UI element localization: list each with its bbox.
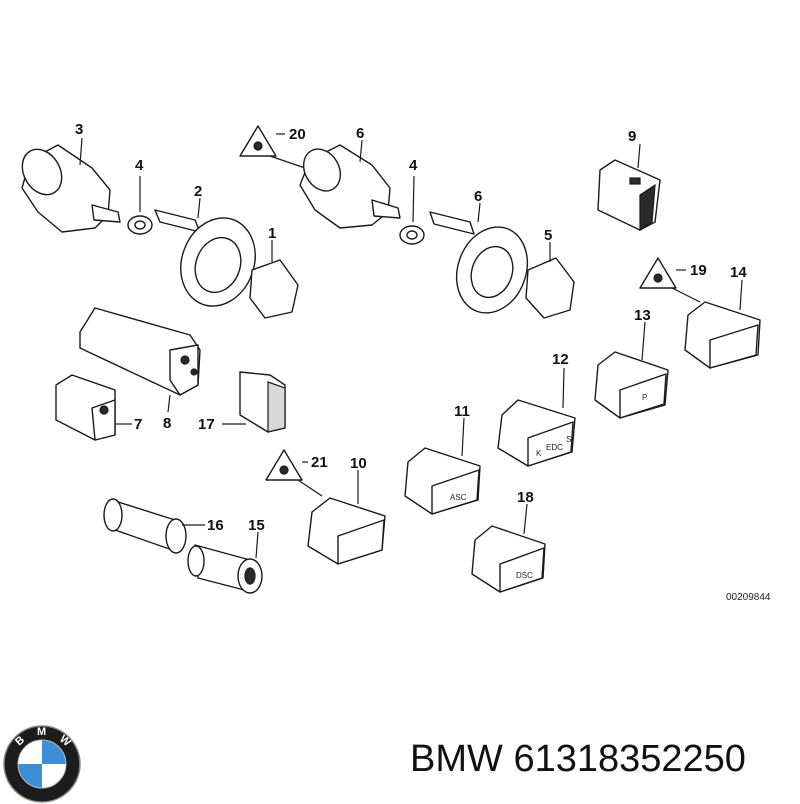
part-9-switch-panel (79, 307, 201, 413)
part-number-18: 17 (198, 416, 215, 433)
part-20-warning-triangle (639, 257, 701, 303)
part-number-13: 12 (552, 351, 569, 368)
part-7-actuator (299, 139, 401, 229)
part-3-actuator (21, 137, 121, 233)
part-2-shaft-ring (154, 197, 256, 307)
part-number-11: 10 (350, 455, 367, 472)
part-21-warning-triangle (239, 125, 306, 169)
part-number-4-center: 4 (409, 157, 418, 174)
part-number-14: 13 (634, 307, 651, 324)
part-15-switch (684, 279, 761, 369)
part-number-19: 18 (517, 489, 534, 506)
switch-label-edc: EDC (546, 443, 563, 452)
footer-brand-part-number: BMW 61318352250 (410, 738, 746, 781)
part-6-shaft-ring (429, 202, 529, 314)
switch-label-p: P (642, 393, 647, 402)
diagram-reference-code: 00209844 (726, 592, 771, 603)
footer-part-number: 61318352250 (513, 738, 746, 780)
logo-letter-m: M (37, 726, 46, 738)
switch-label-s: S (566, 435, 571, 444)
part-number-5: 5 (544, 227, 552, 244)
part-1-knob (249, 240, 299, 319)
part-4-nut-center (399, 175, 425, 245)
part-12-switch-asc: ASC (404, 417, 481, 515)
part-17-socket (103, 498, 205, 554)
part-number-8: 7 (134, 416, 142, 433)
part-number-15: 14 (730, 264, 747, 281)
part-11-switch (307, 470, 386, 565)
part-number-4-left: 4 (135, 157, 144, 174)
part-number-20: 19 (690, 262, 707, 279)
part-5-knob (525, 242, 575, 319)
part-16-lighter (187, 531, 263, 594)
part-14-switch-p: P (594, 321, 669, 419)
part-8-switch (55, 374, 132, 441)
part-number-21: 20 (289, 126, 306, 143)
switch-label-dsc: DSC (516, 571, 533, 580)
part-18-clip (222, 371, 286, 433)
part-number-6: 6 (474, 188, 482, 205)
part-13-switch-edc: K EDC S (497, 367, 576, 467)
part-number-3: 3 (75, 121, 83, 138)
part-number-9: 8 (163, 415, 171, 432)
part-10-switch (597, 143, 661, 232)
switch-label-k: K (536, 449, 542, 458)
part-number-2: 2 (194, 183, 202, 200)
part-number-7: 6 (356, 125, 364, 142)
part-number-17: 16 (207, 517, 224, 534)
part-4-nut-left (127, 176, 153, 235)
part-22-warning-triangle (265, 449, 323, 497)
part-19-switch-dsc: DSC (471, 503, 546, 593)
bmw-logo: B M W (3, 725, 81, 803)
footer-brand: BMW (410, 738, 503, 780)
part-number-12: 11 (454, 403, 470, 420)
part-number-22: 21 (311, 454, 328, 471)
part-number-10: 9 (628, 128, 636, 145)
part-number-16: 15 (248, 517, 265, 534)
part-number-1: 1 (268, 225, 276, 242)
switch-label-asc: ASC (450, 493, 467, 502)
